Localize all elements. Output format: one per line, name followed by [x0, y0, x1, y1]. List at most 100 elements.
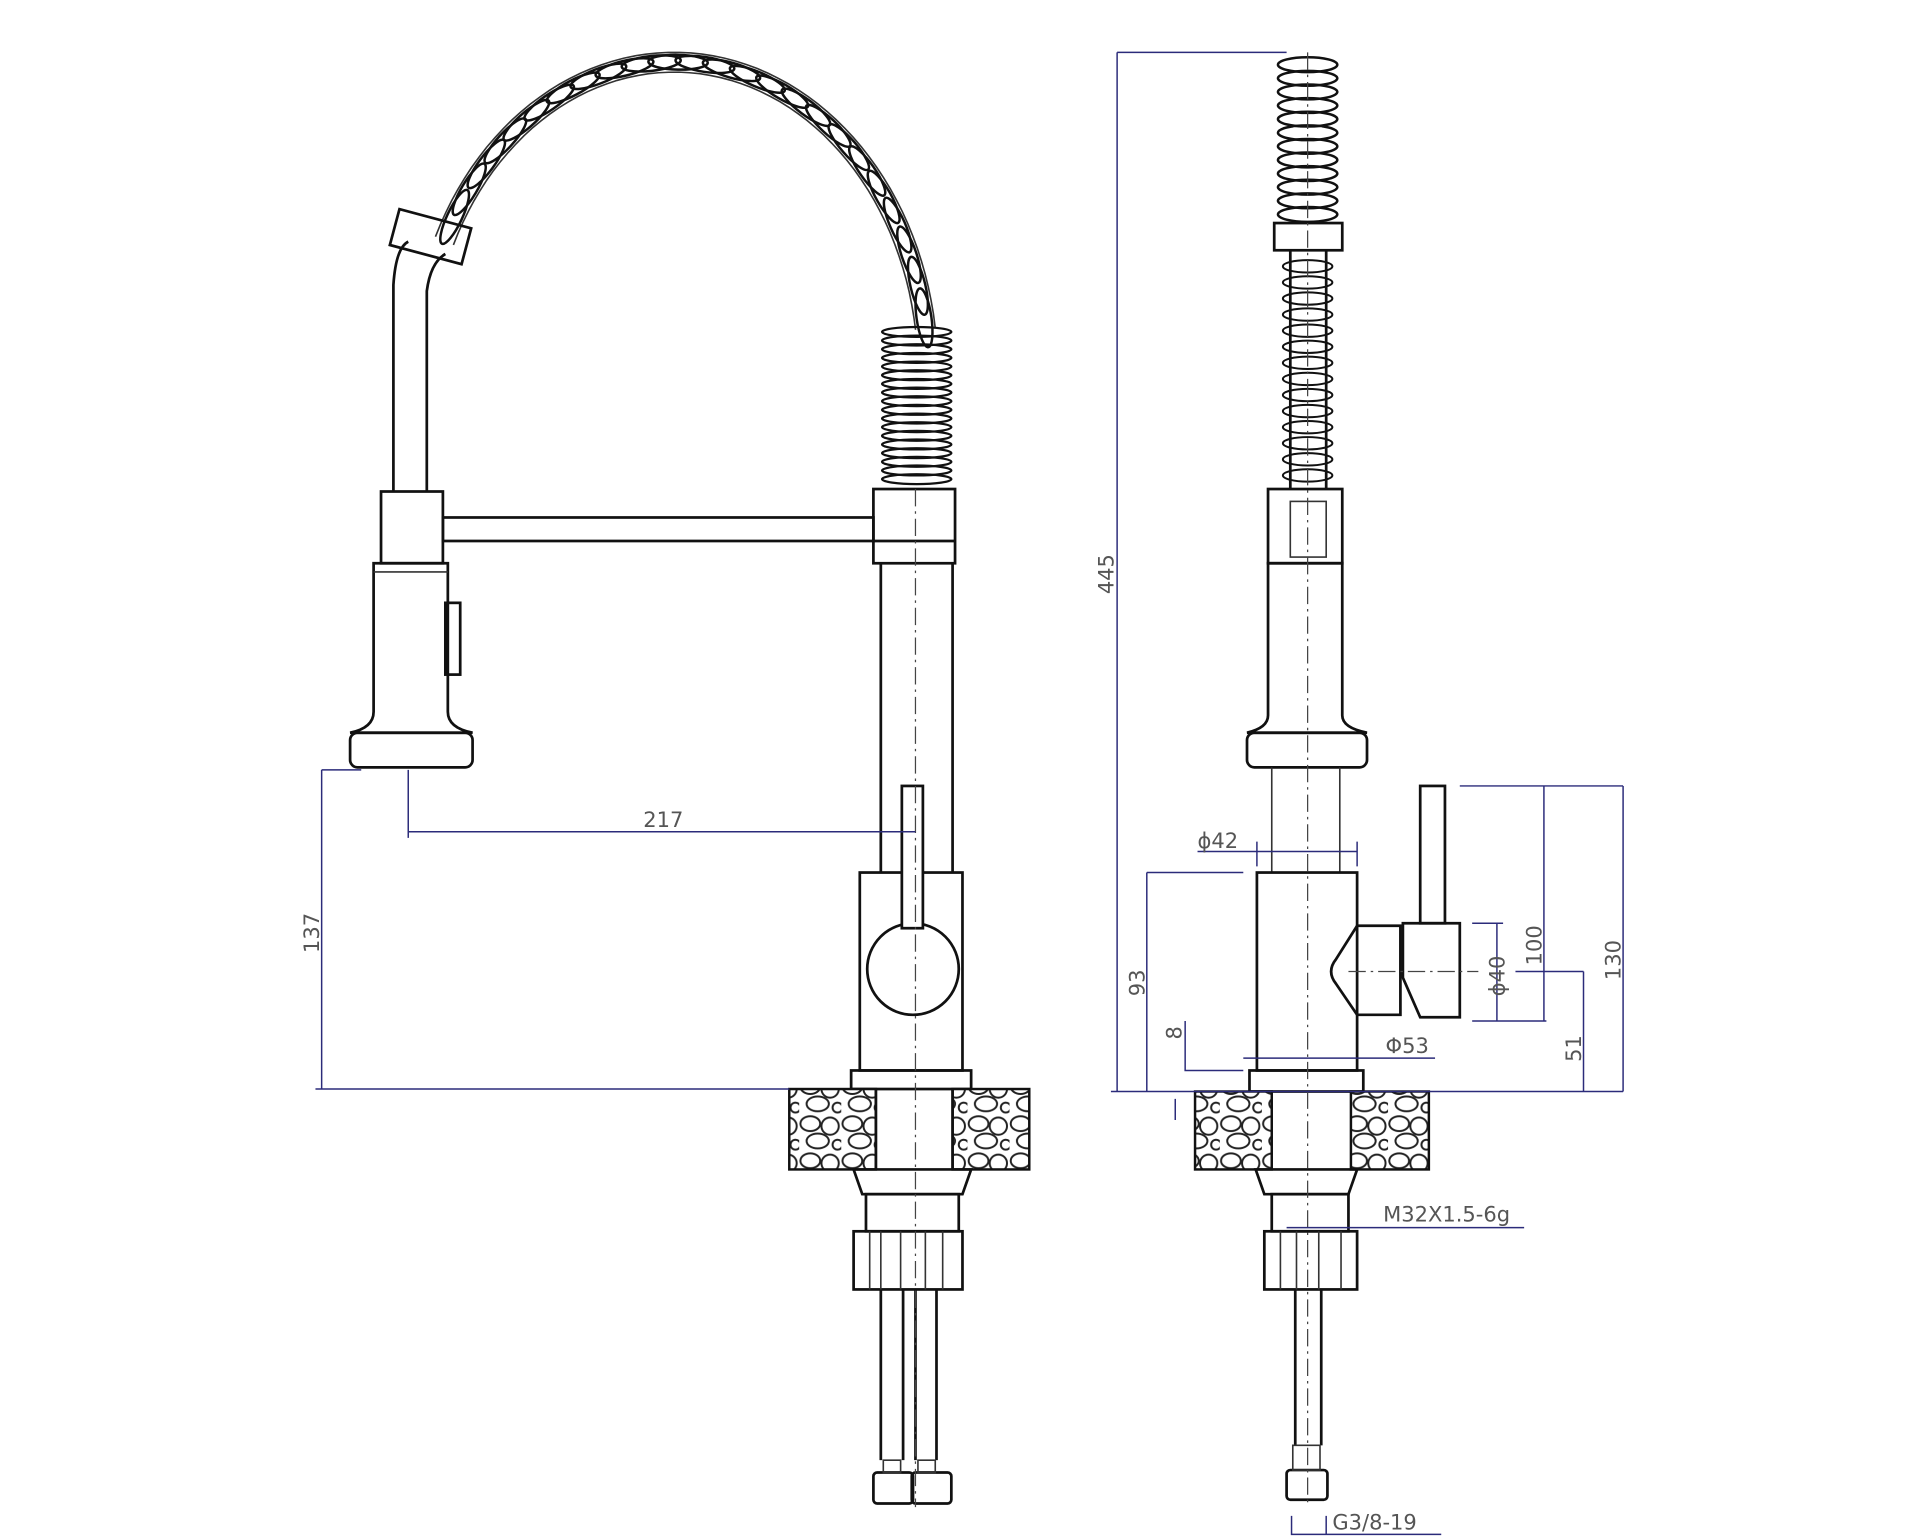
countertop-right-side — [1349, 1090, 1431, 1171]
coil-loop — [647, 53, 709, 71]
countertop-right — [951, 1087, 1031, 1171]
coil-loop — [880, 395, 953, 408]
coil-loop — [545, 71, 601, 105]
dimension-137: 137 — [299, 769, 790, 1090]
thread-label: M32X1.5-6g — [1383, 1201, 1510, 1226]
spring-coil-arc — [434, 51, 936, 349]
hose-outer-edge — [434, 51, 936, 328]
dimension-label: 93 — [1124, 969, 1149, 996]
coil-loop — [880, 351, 953, 364]
thread-label: G3/8-19 — [1332, 1509, 1416, 1534]
dimension-label: ϕ42 — [1198, 828, 1239, 853]
dimension-51: 51 — [1515, 970, 1586, 1092]
hose-inner-edge — [452, 71, 917, 330]
coil-loop — [827, 122, 871, 172]
coil-loop — [896, 225, 923, 285]
coil-loop — [880, 403, 953, 416]
coil-loop — [701, 58, 762, 83]
shank-lower — [864, 1192, 961, 1233]
coil-loop — [880, 412, 953, 425]
dimension-phi53: Φ53 — [1243, 1033, 1436, 1059]
nut-ribs-side — [1279, 1231, 1342, 1290]
base-plate — [849, 1069, 973, 1091]
dimension-label: 100 — [1521, 925, 1546, 965]
dimension-130: 130 — [1601, 785, 1626, 1092]
hose-fitting-right — [910, 1471, 953, 1505]
washer — [851, 1168, 974, 1196]
dimension-445: 445 — [1093, 51, 1624, 1093]
spout-collar — [872, 487, 957, 565]
dimension-100: 100 — [1459, 785, 1624, 1021]
lever-handle — [900, 784, 925, 930]
thread-g38-callout: G3/8-19 — [1290, 1509, 1442, 1536]
side-view: 445 ϕ42 93 8 Φ53 ϕ40 100 130 — [1093, 51, 1626, 1536]
coil-loop — [880, 369, 953, 382]
fitting-neck-side — [1291, 1444, 1321, 1471]
coil-loop — [880, 438, 953, 451]
coil-loop — [880, 464, 953, 477]
coil-loop — [880, 377, 953, 390]
lever-body-side — [1401, 921, 1462, 1019]
coil-loop — [880, 429, 953, 442]
shank — [874, 1089, 954, 1170]
mounting-nut-side — [1262, 1229, 1359, 1291]
coil-loop — [906, 255, 930, 316]
fitting-necks — [882, 1459, 937, 1474]
coil-loop — [754, 74, 810, 110]
coil-loop — [882, 196, 913, 254]
dimension-label: 445 — [1093, 554, 1118, 594]
dimension-label: 51 — [1561, 1035, 1586, 1062]
dimension-phi40: ϕ40 — [1472, 922, 1547, 1022]
base-plate-side — [1248, 1069, 1365, 1093]
coil-loop — [439, 188, 471, 246]
spray-head-body — [349, 561, 473, 735]
coil-loop — [880, 447, 953, 460]
coil-loop — [502, 98, 551, 142]
coil-loop — [880, 473, 953, 486]
coil-loop — [914, 287, 934, 349]
spout-collar-side — [1266, 487, 1344, 565]
dimension-label: 137 — [299, 913, 324, 953]
supply-hose-side — [1293, 1289, 1323, 1446]
coil-loop — [728, 64, 787, 94]
dimension-93: 93 — [1124, 871, 1244, 1092]
dimension-label: 130 — [1601, 940, 1626, 980]
dimension-8: 8 — [1161, 1020, 1244, 1120]
washer-side — [1253, 1168, 1360, 1196]
hose-fitting-left — [872, 1471, 915, 1505]
dimension-label: Φ53 — [1386, 1033, 1429, 1058]
spring-stem — [1288, 250, 1328, 490]
dimension-phi42: ϕ42 — [1198, 828, 1358, 867]
coil-loop — [674, 54, 736, 75]
spray-head-collar — [379, 490, 445, 565]
coil-loop — [620, 54, 682, 73]
dimension-label: 217 — [643, 807, 683, 832]
coil-loop — [880, 325, 953, 338]
thread-m32-callout: M32X1.5-6g — [1286, 1201, 1525, 1229]
spout-neck-side — [1270, 767, 1341, 873]
dimension-label: ϕ40 — [1484, 956, 1509, 997]
spray-hose — [392, 240, 447, 492]
coil-loop — [594, 56, 655, 80]
coil-loop — [866, 169, 901, 225]
supply-hoses — [879, 1289, 938, 1461]
coil-loop — [569, 62, 628, 91]
nut-ribs — [868, 1231, 944, 1290]
coil-loop — [880, 334, 953, 347]
handle-cartridge — [865, 921, 961, 1017]
coil-loop — [880, 455, 953, 468]
spray-head-ring — [348, 731, 474, 769]
hose-collar — [388, 207, 473, 266]
spout-column — [879, 563, 954, 873]
spray-head-side — [1246, 561, 1368, 735]
spray-button — [444, 601, 462, 676]
mounting-nut — [852, 1229, 964, 1291]
lever-side — [1418, 784, 1447, 925]
horizontal-arm — [441, 516, 875, 543]
shank-lower-side — [1270, 1192, 1350, 1233]
dimension-217: 217 — [407, 769, 916, 838]
coil-loop — [847, 145, 887, 197]
coil-loop — [880, 421, 953, 434]
coil-loop — [451, 162, 487, 217]
